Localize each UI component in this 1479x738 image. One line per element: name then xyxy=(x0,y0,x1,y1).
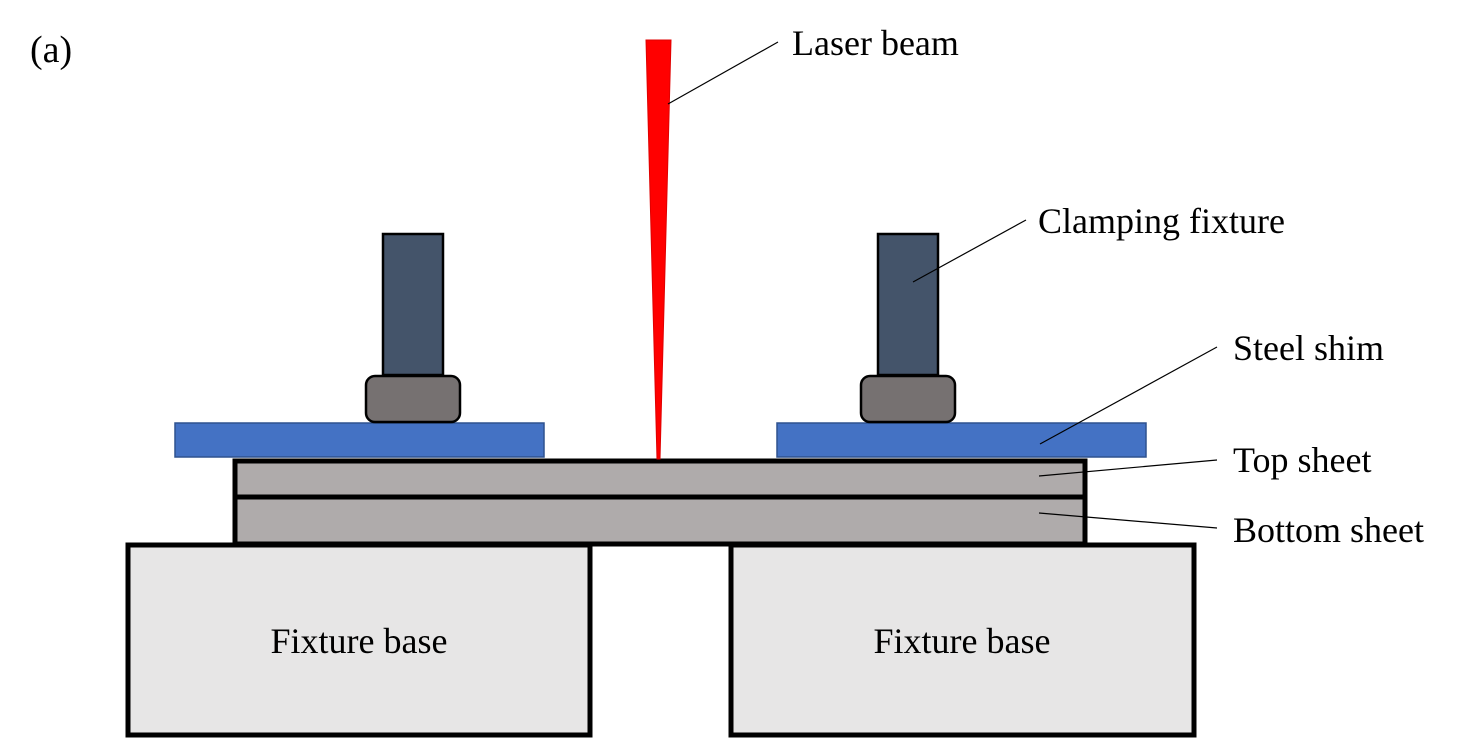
fixture-base-left: Fixture base xyxy=(125,542,593,738)
leader-line-top-sheet xyxy=(1038,459,1218,477)
leader-line-clamping-fixture xyxy=(912,219,1027,283)
fixture-base-left-label: Fixture base xyxy=(271,621,448,661)
label-steel-shim: Steel shim xyxy=(1233,328,1384,368)
fixture-base-right-label: Fixture base xyxy=(874,621,1051,661)
leader-line-bottom-sheet xyxy=(1038,512,1218,529)
leader-line-steel-shim xyxy=(1039,346,1218,445)
steel-shim-left xyxy=(174,422,545,458)
clamping-fixture-left xyxy=(364,232,462,424)
steel-shim-right xyxy=(776,422,1147,458)
bottom-sheet xyxy=(232,494,1088,547)
clamp-pad-right xyxy=(859,374,957,424)
laser-beam xyxy=(645,39,672,460)
label-top-sheet: Top sheet xyxy=(1233,440,1371,480)
top-sheet xyxy=(232,458,1088,500)
leader-line-laser-beam xyxy=(667,41,779,105)
clamp-post-left xyxy=(381,232,445,377)
label-clamping-fixture: Clamping fixture xyxy=(1038,201,1285,241)
leader-lines xyxy=(667,41,1218,529)
label-laser-beam: Laser beam xyxy=(792,23,959,63)
label-bottom-sheet: Bottom sheet xyxy=(1233,510,1424,550)
clamp-pad-left xyxy=(364,374,462,424)
panel-label: (a) xyxy=(30,29,72,71)
clamp-post-right xyxy=(876,232,940,377)
fixture-base-right: Fixture base xyxy=(728,542,1197,738)
fixture-base-right-block xyxy=(728,542,1197,738)
clamping-fixture-right xyxy=(859,232,957,424)
fixture-base-left-block xyxy=(125,542,593,738)
